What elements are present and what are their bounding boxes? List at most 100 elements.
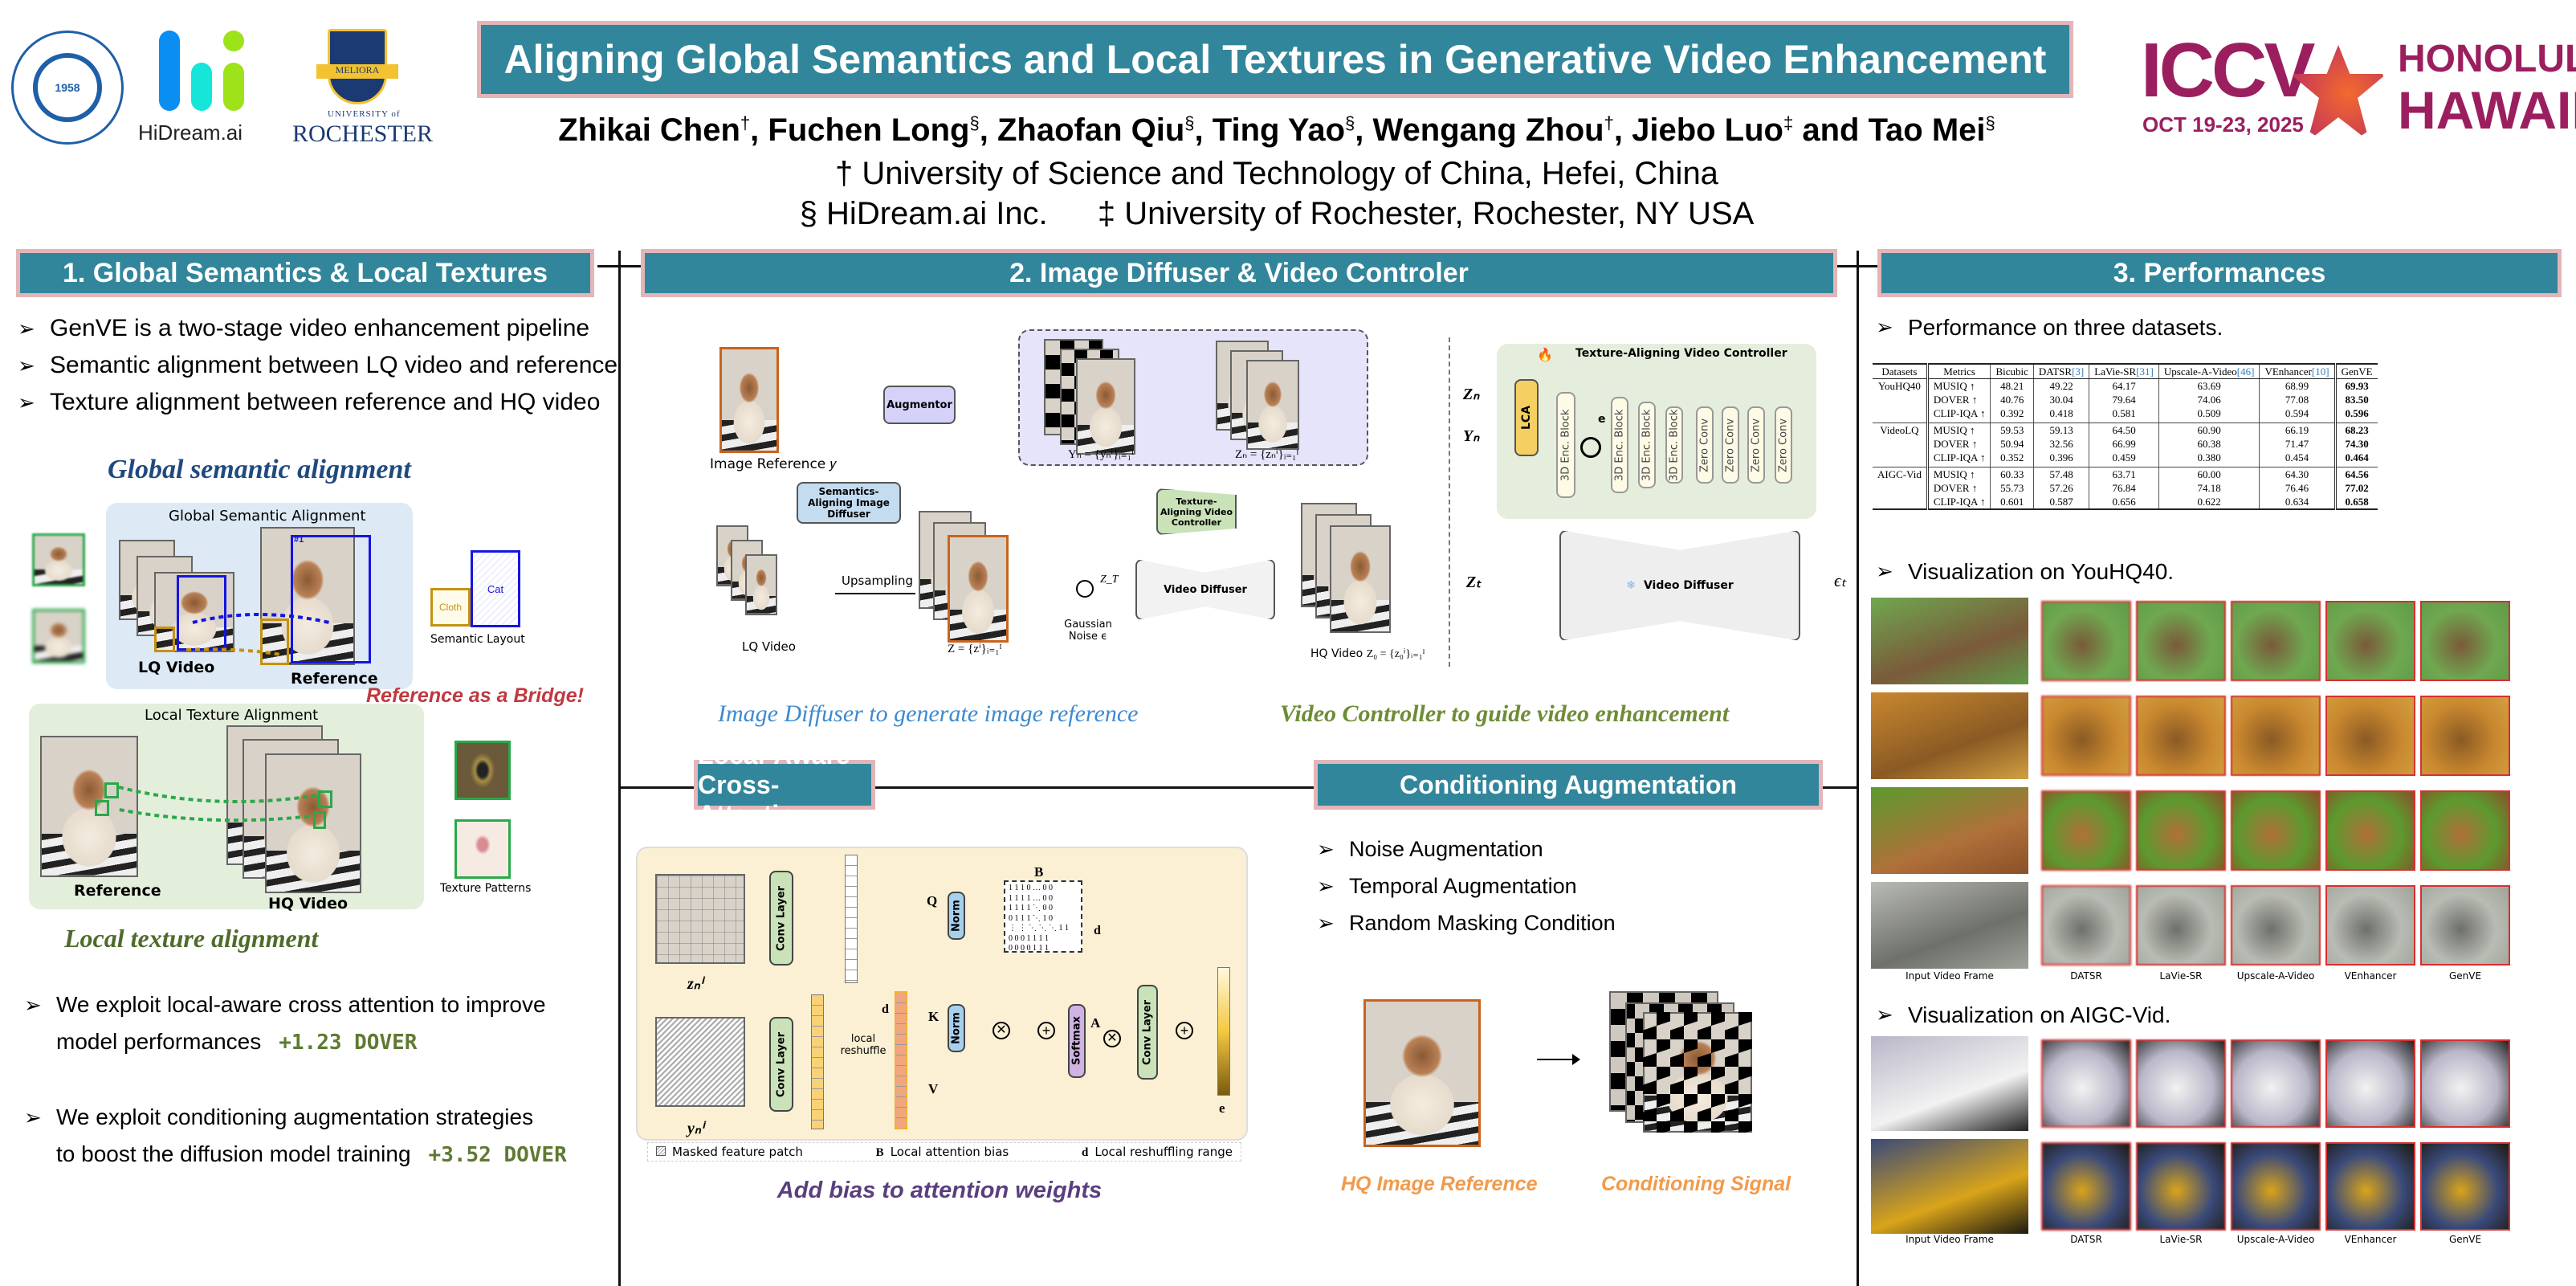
citation-ref: [31] <box>2136 365 2154 378</box>
hq-out-frame-3 <box>1330 525 1391 633</box>
result-thumbnail <box>2231 601 2321 681</box>
author-name: Ting Yao <box>1212 112 1346 148</box>
dataset-cell <box>1873 437 1929 451</box>
result-thumbnail <box>2041 885 2131 966</box>
value-cell: 40.76 <box>1990 393 2034 406</box>
hq-reference-caption: HQ Image Reference <box>1341 1173 1538 1195</box>
value-cell: 0.380 <box>2158 451 2260 467</box>
bridge-caption: Reference as a Bridge! <box>366 684 584 707</box>
controller-panel <box>1497 344 1816 519</box>
value-cell: 0.656 <box>2089 495 2159 509</box>
lq-frame-3 <box>154 572 234 652</box>
enc-block-1: 3D Enc. Block <box>1556 392 1575 498</box>
value-cell: 0.596 <box>2335 406 2378 423</box>
hidream-dot-green <box>223 31 244 51</box>
result-thumbnail <box>2136 1142 2226 1231</box>
key-token-column <box>811 994 824 1129</box>
author-name: Fuchen Long <box>768 112 970 148</box>
value-cell: 0.509 <box>2158 406 2260 423</box>
value-cell: 59.13 <box>2033 423 2090 437</box>
value-cell: 0.352 <box>1990 451 2034 467</box>
value-cell: 0.634 <box>2259 495 2337 509</box>
texture-patterns-label: Texture Patterns <box>440 882 532 895</box>
arrow-head-icon <box>1572 1054 1580 1065</box>
result-thumbnail <box>2041 1039 2131 1128</box>
section3-title: 3. Performances <box>1877 249 2562 297</box>
metric-cell: MUSIQ ↑ <box>1927 467 1991 481</box>
affiliation-line-2: § HiDream.ai Inc. ‡ University of Roches… <box>450 196 2104 232</box>
video-diffuser-block-right: ❄Video Diffuser <box>1559 530 1800 641</box>
affiliation-ustc: † University of Science and Technology o… <box>835 156 1718 191</box>
value-cell: 50.94 <box>1990 437 2034 451</box>
enc-block-4: 3D Enc. Block <box>1665 406 1683 484</box>
z-set-label: Z = {zⁱ}ᵢ₌₁ᴵ <box>948 643 1002 655</box>
zt-label: Z_T <box>1100 574 1119 586</box>
bullet-item: ➢Random Masking Condition <box>1317 904 1815 941</box>
vis-column-label: Input Video Frame <box>1906 1234 1994 1245</box>
result-thumbnail <box>2325 790 2415 871</box>
section1-title: 1. Global Semantics & Local Textures <box>16 249 594 297</box>
result-thumbnail <box>2231 1142 2321 1231</box>
author-name: Zhikai Chen <box>558 112 740 148</box>
video-diffuser-block-left: Video Diffuser <box>1135 559 1275 620</box>
a-label: A <box>1090 1015 1101 1031</box>
metric-cell: DOVER ↑ <box>1927 481 1991 495</box>
local-panel-title: Local Texture Alignment <box>145 707 319 724</box>
author-affiliation-mark: † <box>1604 112 1614 133</box>
norm-k-block: Norm <box>948 1004 965 1052</box>
value-cell: 60.90 <box>2158 423 2260 437</box>
upsampled-frame-3 <box>948 535 1009 643</box>
yn-input-label: Yₙ <box>1463 427 1480 445</box>
zn-grid-image <box>655 874 745 964</box>
hq-video-label: HQ Video <box>268 895 348 912</box>
metric-cell: CLIP-IQA ↑ <box>1927 406 1991 423</box>
result-thumbnail <box>2136 790 2226 871</box>
value-cell: 64.30 <box>2259 467 2337 481</box>
legend-masked: Masked feature patch <box>656 1145 803 1159</box>
semantics-aligning-diffuser-block: Semantics-Aligning Image Diffuser <box>797 482 901 524</box>
arrow-bullet-icon: ➢ <box>1317 837 1335 861</box>
result-thumbnail <box>2231 885 2321 966</box>
rochester-name: ROCHESTER <box>292 120 434 147</box>
citation-ref: [10] <box>2311 365 2329 378</box>
value-cell: 76.84 <box>2089 481 2159 495</box>
vis-column-label: DATSR <box>2070 1234 2102 1245</box>
yn-grid-label: yₙⁱ <box>687 1120 704 1137</box>
citation-ref: [46] <box>2236 365 2255 378</box>
texture-reference-image <box>40 736 138 877</box>
image-reference-photo <box>719 347 779 453</box>
hidream-wordmark: HiDream.ai <box>138 120 243 145</box>
value-cell: 0.392 <box>1990 406 2034 423</box>
augmentor-block: Augmentor <box>883 386 956 424</box>
value-cell: 30.04 <box>2033 393 2090 406</box>
global-semantic-heading: Global semantic alignment <box>108 455 411 484</box>
ustc-year: 1958 <box>33 53 102 122</box>
value-cell: 0.622 <box>2158 495 2260 509</box>
image-reference-label: Image Reference 𝑦 <box>710 456 837 472</box>
table-header-cell: Bicubic <box>1990 364 2034 379</box>
divider-tick-1 <box>597 265 642 267</box>
hq-nose-box <box>313 811 326 829</box>
q-label: Q <box>927 893 938 908</box>
lca-title: Local-Aware Cross-Attention <box>694 741 875 829</box>
value-cell: 0.396 <box>2033 451 2090 467</box>
iccv-dates: OCT 19-23, 2025 <box>2142 112 2304 137</box>
result-thumbnail <box>2420 885 2510 966</box>
value-cell: 0.459 <box>2089 451 2159 467</box>
layout-cat-box: Cat <box>471 550 520 627</box>
bias-matrix-row: 1 1 1 1 ⋱ 0 0 <box>1009 904 1053 912</box>
metric-cell: DOVER ↑ <box>1927 393 1991 406</box>
reference-box-1 <box>291 535 371 663</box>
value-cell: 60.38 <box>2158 437 2260 451</box>
e-label: e <box>1598 413 1606 426</box>
iccv-logo: ICCV OCT 19-23, 2025 HONOLULU HAWAII <box>2133 29 2576 141</box>
lca-caption: Add bias to attention weights <box>776 1178 1103 1203</box>
value-cell: 0.587 <box>2033 495 2090 509</box>
conditioning-signal-caption: Conditioning Signal <box>1601 1173 1791 1195</box>
lca-block: LCA <box>1514 379 1539 456</box>
vis-column-label: GenVE <box>2448 970 2482 982</box>
